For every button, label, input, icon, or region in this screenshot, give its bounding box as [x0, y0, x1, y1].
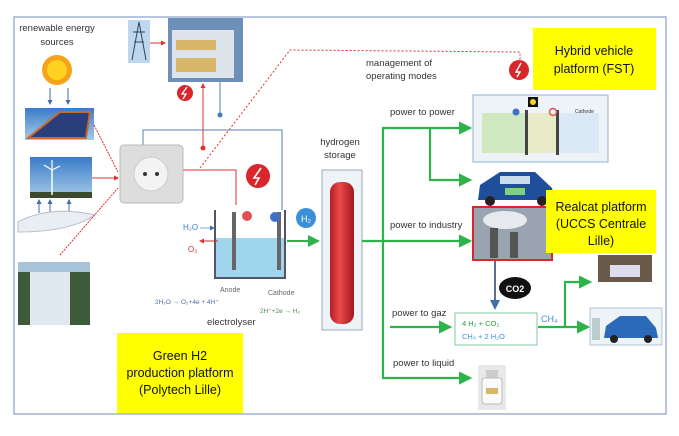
sun-icon	[42, 55, 72, 85]
lightning-icon	[177, 85, 193, 101]
power-pylon-icon	[128, 20, 150, 63]
solar-panel-icon	[25, 108, 94, 140]
svg-text:(UCCS Centrale: (UCCS Centrale	[556, 217, 646, 231]
o2-label: O₂	[188, 245, 197, 254]
hydrogen-storage-label-2: storage	[324, 150, 356, 161]
power-to-industry-label: power to industry	[390, 220, 463, 231]
h2-badge: H₂	[296, 208, 316, 228]
hydrogen-cylinder-icon	[321, 169, 363, 331]
renewable-label-2: sources	[40, 37, 74, 48]
svg-text:H₂: H₂	[301, 214, 311, 224]
lightning-icon	[246, 164, 270, 188]
electrolyser-label: electrolyser	[207, 317, 256, 328]
cathode-label: Cathode	[268, 290, 295, 297]
hybrid-vehicle-platform-box: Hybrid vehicle platform (FST)	[533, 28, 656, 90]
hybrid-car-icon	[478, 172, 555, 206]
factory-icon	[472, 206, 553, 261]
renewable-label-1: renewable energy	[19, 23, 95, 34]
cathode-equation: 2H⁺+2e → H₂	[260, 308, 301, 315]
anode-terminal-icon	[242, 211, 252, 221]
svg-text:Cathode: Cathode	[575, 109, 594, 115]
svg-text:Realcat platform: Realcat platform	[555, 200, 646, 214]
ch4-label: CH₄	[541, 314, 558, 324]
methanation-box: 4 H₂ + CO₂ CH₄ + 2 H₂O	[454, 312, 538, 346]
green-h2-platform-box: Green H2 production platform (Polytech L…	[117, 333, 243, 413]
power-to-power-label: power to power	[390, 107, 455, 118]
power-to-liquid-label: power to liquid	[393, 358, 454, 369]
gas-car-icon	[589, 307, 663, 346]
realcat-platform-box: Realcat platform (UCCS Centrale Lille)	[546, 190, 656, 253]
wind-turbine-icon	[30, 157, 92, 198]
svg-text:CO2: CO2	[506, 284, 525, 294]
cathode-terminal-icon	[270, 212, 280, 222]
h2o-label: H₂O	[183, 223, 198, 232]
waterfall-icon	[18, 262, 90, 325]
hydrogen-storage-label-1: hydrogen	[320, 137, 360, 148]
management-label-2: operating modes	[366, 71, 437, 82]
svg-text:platform (FST): platform (FST)	[554, 62, 635, 76]
svg-text:Hybrid vehicle: Hybrid vehicle	[555, 44, 634, 58]
svg-text:Lille): Lille)	[588, 234, 614, 248]
liquid-bottle-icon	[478, 365, 506, 410]
power-socket-icon	[119, 144, 184, 204]
building-icon	[168, 18, 243, 82]
svg-text:CH₄ + 2 H₂O: CH₄ + 2 H₂O	[462, 332, 505, 341]
small-vehicle-icon	[598, 255, 652, 282]
wave-energy-icon	[17, 210, 97, 233]
co2-cloud-icon: CO2	[499, 277, 531, 299]
power-to-gaz-label: power to gaz	[392, 308, 447, 319]
anode-label: Anode	[220, 287, 240, 294]
svg-text:Green H2: Green H2	[153, 349, 207, 363]
svg-text:(Polytech Lille): (Polytech Lille)	[139, 383, 221, 397]
fuel-cell-icon: Cathode	[472, 94, 609, 163]
distribution-lines	[362, 121, 593, 385]
electrolyser-tank	[214, 210, 286, 279]
svg-text:4 H₂ + CO₂: 4 H₂ + CO₂	[462, 319, 499, 328]
lightning-icon	[509, 60, 529, 80]
svg-text:production platform: production platform	[126, 366, 233, 380]
management-label-1: management of	[366, 58, 432, 69]
electric-lines	[59, 40, 237, 256]
anode-equation: 2H₂O → O₂+4e + 4H⁺	[155, 299, 219, 306]
